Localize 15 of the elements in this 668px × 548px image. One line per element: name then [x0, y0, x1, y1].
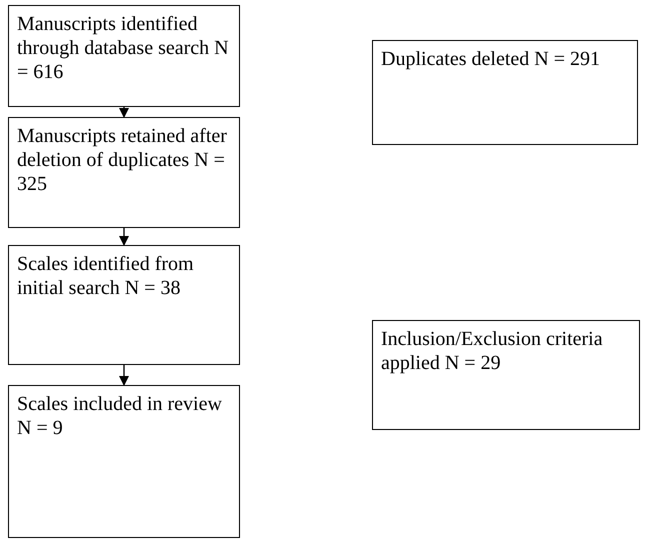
- box-text: Scales identified from initial search N = 38: [17, 252, 195, 300]
- arrow: [119, 365, 129, 386]
- process-box: [8, 245, 240, 365]
- box-text: Duplicates deleted N = 291: [381, 47, 601, 71]
- process-box: [8, 5, 240, 107]
- box-text: Manuscripts identified through database search N = 616: [17, 12, 230, 84]
- process-box: [372, 320, 640, 430]
- arrow: [119, 107, 129, 118]
- process-box: [372, 40, 638, 145]
- box-text: Inclusion/Exclusion criteria applied N = 29: [381, 327, 604, 375]
- arrow: [119, 228, 129, 246]
- box-text: Scales included in review N = 9: [17, 392, 223, 440]
- box-text: Manuscripts retained after deletion of duplicates N = 325: [17, 124, 228, 196]
- process-box: [8, 117, 240, 228]
- process-box: [8, 385, 240, 538]
